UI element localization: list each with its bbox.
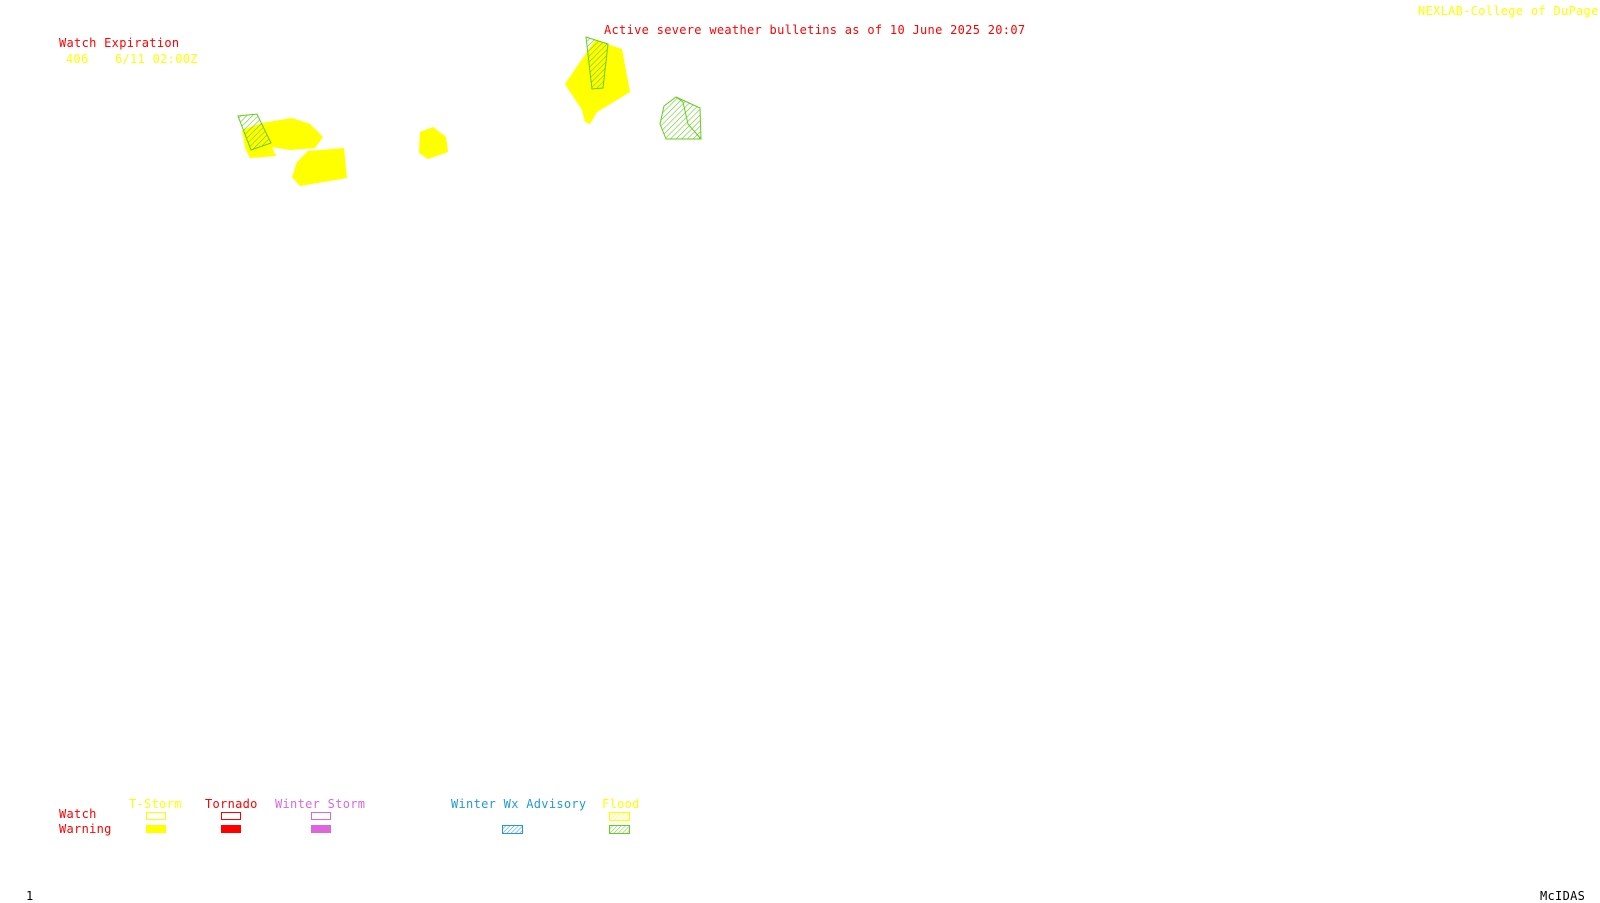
tstorm-warning-polygon: [292, 148, 347, 186]
flood-warning-polygon: [237, 113, 272, 151]
legend-tstorm-warning-swatch: [146, 825, 166, 833]
watch-expiry-time: 6/11 02:00Z: [115, 52, 198, 66]
legend-flood-warning-swatch: [609, 825, 630, 834]
legend-label-tstorm: T-Storm: [129, 797, 182, 811]
legend-winter-wx-advisory-swatch: [502, 825, 523, 834]
flood-warning-polygon: [659, 96, 702, 140]
bulletin-title: Active severe weather bulletins as of 10…: [604, 23, 1026, 37]
legend-row-label-watch: Watch: [59, 807, 97, 821]
legend-tstorm-watch-swatch: [146, 812, 166, 820]
legend-winter-storm-watch-swatch: [311, 812, 331, 820]
legend-tornado-watch-swatch: [221, 812, 241, 820]
legend-label-tornado: Tornado: [205, 797, 258, 811]
legend-row-label-warning: Warning: [59, 822, 112, 836]
flood-warning-polygon: [585, 36, 609, 90]
legend-flood-watch-swatch: [609, 812, 630, 821]
legend-label-winter-wx-advisory: Winter Wx Advisory: [451, 797, 587, 811]
legend-tornado-warning-swatch: [221, 825, 241, 833]
software-label: McIDAS: [1540, 889, 1586, 903]
watch-number: 406: [66, 52, 89, 66]
watch-expiration-heading: Watch Expiration: [59, 36, 180, 50]
legend-label-winter-storm: Winter Storm: [275, 797, 366, 811]
legend-label-flood: Flood: [602, 797, 640, 811]
frame-number: 1: [26, 889, 34, 903]
legend-winter-storm-warning-swatch: [311, 825, 331, 833]
tstorm-warning-polygon: [419, 127, 448, 159]
credit-text: NEXLAB-College of DuPage R: [1418, 4, 1600, 18]
flood-warning-outline: [675, 96, 702, 140]
